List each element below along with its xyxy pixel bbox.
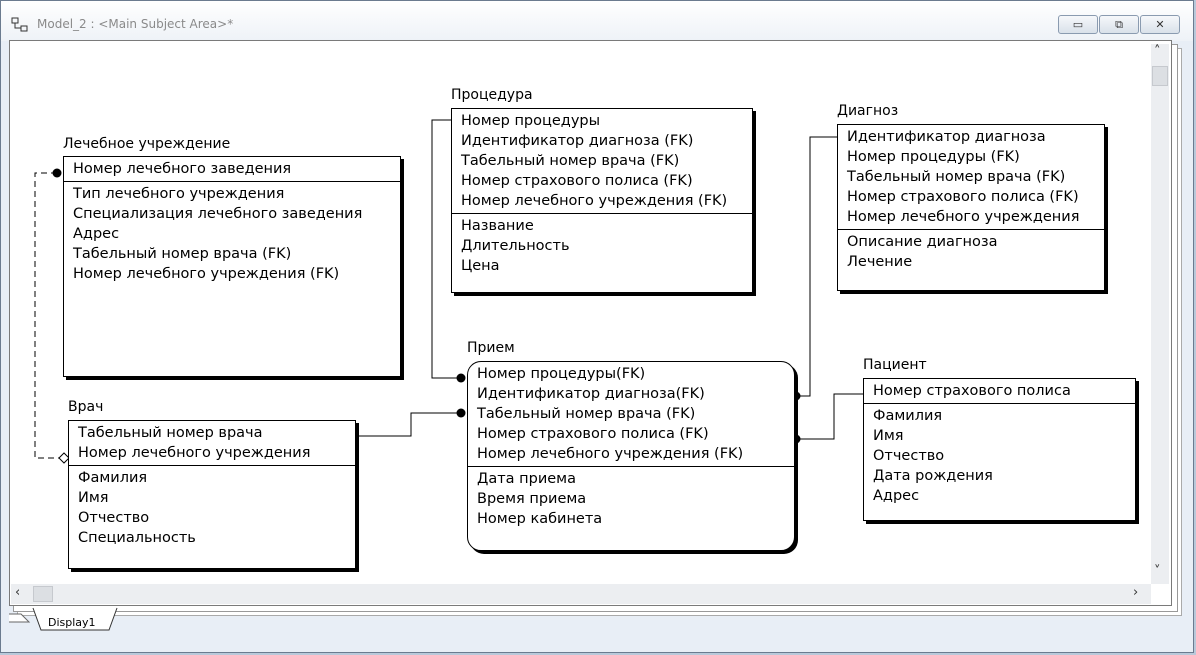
vertical-scroll-thumb[interactable] [1152,66,1168,86]
relationship-end-dot [456,373,466,383]
relationship-end-dot [456,408,466,418]
attribute: Отчество [873,448,945,464]
key-attribute: Номер лечебного учреждения [78,445,311,461]
title-bar[interactable]: Model_2 : <Main Subject Area>* ▭ ⧉ ✕ [1,1,1193,41]
entity-title-procedure: Процедура [451,87,533,103]
entity-attributes: Дата приема Время приема Номер кабинета [468,467,794,531]
horizontal-scrollbar[interactable]: ‹ › [11,584,1151,604]
key-attribute: Табельный номер врача (FK) [461,153,680,169]
attribute: Фамилия [873,408,943,424]
scroll-down-icon[interactable]: ˅ [1154,564,1161,579]
key-attribute: Номер лечебного учреждения (FK) [477,446,744,462]
entity-keys: Табельный номер врача Номер лечебного уч… [69,421,355,466]
attribute: Название [461,218,534,234]
tab-display1[interactable]: Display1 [48,616,96,629]
entity-institution[interactable]: Номер лечебного заведения Тип лечебного … [63,156,401,377]
entity-attributes: Тип лечебного учреждения Специализация л… [64,182,400,286]
key-attribute: Идентификатор диагноза (FK) [461,133,694,149]
key-attribute: Табельный номер врача (FK) [477,406,696,422]
key-attribute: Номер страхового полиса (FK) [847,189,1079,205]
key-attribute: Идентификатор диагноза(FK) [477,386,705,402]
relationship-end-dot [52,168,62,178]
attribute: Фамилия [78,470,148,486]
close-button[interactable]: ✕ [1140,15,1180,34]
entity-keys: Номер процедуры(FK) Идентификатор диагно… [468,362,794,467]
key-attribute: Номер страхового полиса (FK) [461,173,693,189]
entity-title-doctor: Врач [68,399,104,415]
horizontal-scroll-thumb[interactable] [33,586,53,602]
minimize-icon: ▭ [1072,18,1084,31]
entity-keys: Номер страхового полиса [864,379,1135,404]
attribute: Специализация лечебного заведения [73,206,363,222]
attribute: Длительность [461,238,570,254]
attribute: Отчество [78,510,150,526]
restore-button[interactable]: ⧉ [1099,15,1139,34]
attribute: Номер кабинета [477,511,603,527]
relationship-institution-doctor [34,172,59,459]
entity-title-institution: Лечебное учреждение [63,136,231,152]
entity-procedure[interactable]: Номер процедуры Идентификатор диагноза (… [451,108,753,293]
entity-attributes: Фамилия Имя Отчество Дата рождения Адрес [864,404,1135,508]
key-attribute: Номер лечебного учреждения (FK) [461,193,728,209]
scroll-left-icon[interactable]: ‹ [15,585,21,600]
key-attribute: Номер лечебного учреждения [847,209,1080,225]
entity-attributes: Название Длительность Цена [452,214,752,278]
close-icon: ✕ [1155,18,1165,31]
entity-title-patient: Пациент [863,357,927,373]
attribute: Дата рождения [873,468,993,484]
key-attribute: Номер страхового полиса (FK) [477,426,709,442]
relationship-doctor-appointment [355,412,461,437]
attribute: Имя [78,490,109,506]
entity-keys: Номер процедуры Идентификатор диагноза (… [452,109,752,214]
key-attribute: Номер лечебного заведения [73,161,292,177]
entity-attributes: Фамилия Имя Отчество Специальность [69,466,355,550]
relationship-diagnosis-appointment [796,136,838,397]
relationship-procedure-appointment [431,119,461,379]
attribute: Имя [873,428,904,444]
attribute: Лечение [847,254,913,270]
entity-title-diagnosis: Диагноз [837,103,899,119]
window-title: Model_2 : <Main Subject Area>* [37,17,234,31]
key-attribute: Табельный номер врача (FK) [847,169,1066,185]
attribute: Адрес [873,488,920,504]
key-attribute: Номер процедуры (FK) [847,149,1020,165]
attribute: Табельный номер врача (FK) [73,246,292,262]
entity-appointment[interactable]: Номер процедуры(FK) Идентификатор диагно… [467,361,795,551]
key-attribute: Табельный номер врача [78,425,263,441]
attribute: Адрес [73,226,120,242]
entity-doctor[interactable]: Табельный номер врача Номер лечебного уч… [68,420,356,569]
model-icon [11,17,28,32]
attribute: Специальность [78,530,196,546]
attribute: Номер лечебного учреждения (FK) [73,266,340,282]
display-tab-strip [9,607,118,631]
key-attribute: Идентификатор диагноза [847,129,1046,145]
attribute: Описание диагноза [847,234,998,250]
attribute: Цена [461,258,500,274]
entity-attributes: Описание диагноза Лечение [838,230,1104,274]
key-attribute: Номер процедуры [461,113,601,129]
key-attribute: Номер страхового полиса [873,383,1071,399]
scroll-up-icon[interactable]: ˄ [1154,44,1161,59]
attribute: Время приема [477,491,587,507]
entity-keys: Идентификатор диагноза Номер процедуры (… [838,125,1104,230]
minimize-button[interactable]: ▭ [1058,15,1098,34]
attribute: Дата приема [477,471,577,487]
vertical-scrollbar[interactable]: ˄ ˅ [1151,44,1169,584]
entity-diagnosis[interactable]: Идентификатор диагноза Номер процедуры (… [837,124,1105,291]
entity-title-appointment: Прием [467,340,515,356]
key-attribute: Номер процедуры(FK) [477,366,646,382]
entity-patient[interactable]: Номер страхового полиса Фамилия Имя Отче… [863,378,1136,521]
attribute: Тип лечебного учреждения [73,186,285,202]
scroll-right-icon[interactable]: › [1133,585,1139,600]
relationship-patient-appointment [796,393,864,440]
entity-keys: Номер лечебного заведения [64,157,400,182]
restore-icon: ⧉ [1115,17,1123,31]
